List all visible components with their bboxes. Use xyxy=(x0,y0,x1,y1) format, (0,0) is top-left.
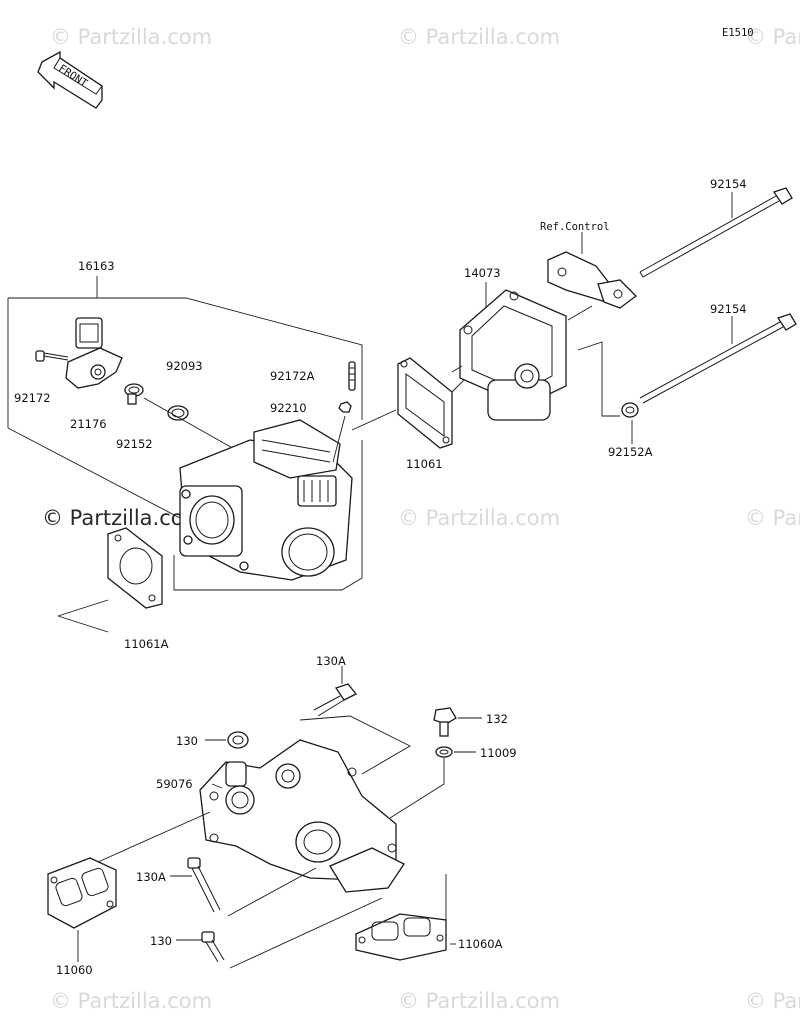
watermark: © Partzilla.com xyxy=(50,989,212,1013)
label-130-top: 130 xyxy=(176,734,198,748)
nut-92210 xyxy=(338,401,352,413)
watermark: © Partzilla.com xyxy=(745,506,800,530)
label-130A-bottom: 130A xyxy=(136,870,166,884)
collar-92152A xyxy=(621,402,639,418)
diagram-code: E1510 xyxy=(722,27,754,39)
label-132: 132 xyxy=(486,712,508,726)
label-ref-control: Ref.Control xyxy=(540,221,610,233)
housing-14073 xyxy=(459,289,567,421)
front-arrow-icon: FRONT xyxy=(37,50,103,109)
intake-assembly xyxy=(47,666,482,969)
gasket-11061 xyxy=(397,357,453,449)
label-130-bottom: 130 xyxy=(150,934,172,948)
watermark: © Partzilla.com xyxy=(398,506,560,530)
label-92152A: 92152A xyxy=(608,445,653,459)
label-14073: 14073 xyxy=(464,266,501,280)
label-130A-top: 130A xyxy=(316,654,346,668)
label-21176: 21176 xyxy=(70,417,107,431)
label-16163: 16163 xyxy=(78,259,115,273)
throttle-body xyxy=(179,419,353,581)
watermark-dark: © Partzilla.com xyxy=(42,506,204,530)
label-92152: 92152 xyxy=(116,437,153,451)
bolt-130A-top xyxy=(313,683,358,717)
label-11009: 11009 xyxy=(480,746,517,760)
clip-92152 xyxy=(124,383,144,405)
bolt-130A-bottom xyxy=(187,857,221,913)
label-11060: 11060 xyxy=(56,963,93,977)
part-labels: 16163 92172 21176 92152 92093 92172A 922… xyxy=(14,177,747,977)
label-11061A: 11061A xyxy=(124,637,169,651)
long-bolt-92154-top xyxy=(639,187,793,278)
gasket-11060A xyxy=(355,913,447,961)
label-92172A: 92172A xyxy=(270,369,315,383)
watermark: © Partzilla.com xyxy=(50,25,212,49)
label-92154-top: 92154 xyxy=(710,177,747,191)
screw-92172A xyxy=(348,361,356,391)
watermarks: © Partzilla.com © Partzilla.com © Partzi… xyxy=(42,25,800,1013)
control-bracket xyxy=(547,251,637,309)
watermark: © Partzilla.com xyxy=(398,989,560,1013)
label-92093: 92093 xyxy=(166,359,203,373)
bolt-130-top xyxy=(227,731,249,749)
screw-92172 xyxy=(35,350,69,362)
gasket-11060 xyxy=(47,857,117,929)
watermark: © Partzilla.com xyxy=(745,989,800,1013)
oring-92093 xyxy=(167,405,189,421)
bolt-132 xyxy=(433,707,457,737)
label-59076: 59076 xyxy=(156,777,193,791)
label-92172: 92172 xyxy=(14,391,51,405)
long-bolt-92154-bottom xyxy=(639,313,797,404)
label-92210: 92210 xyxy=(270,401,307,415)
throttle-sensor xyxy=(65,317,123,389)
label-11060A: 11060A xyxy=(458,937,503,951)
watermark: © Partzilla.com xyxy=(398,25,560,49)
label-92154-bottom: 92154 xyxy=(710,302,747,316)
washer-11009 xyxy=(435,746,453,758)
watermark: © Partzilla.com xyxy=(745,25,800,49)
gasket-11061A xyxy=(107,527,163,609)
intake-manifold xyxy=(199,739,405,893)
throttle-assembly xyxy=(7,187,797,633)
label-11061: 11061 xyxy=(406,457,443,471)
bolt-130-bottom xyxy=(201,931,225,963)
